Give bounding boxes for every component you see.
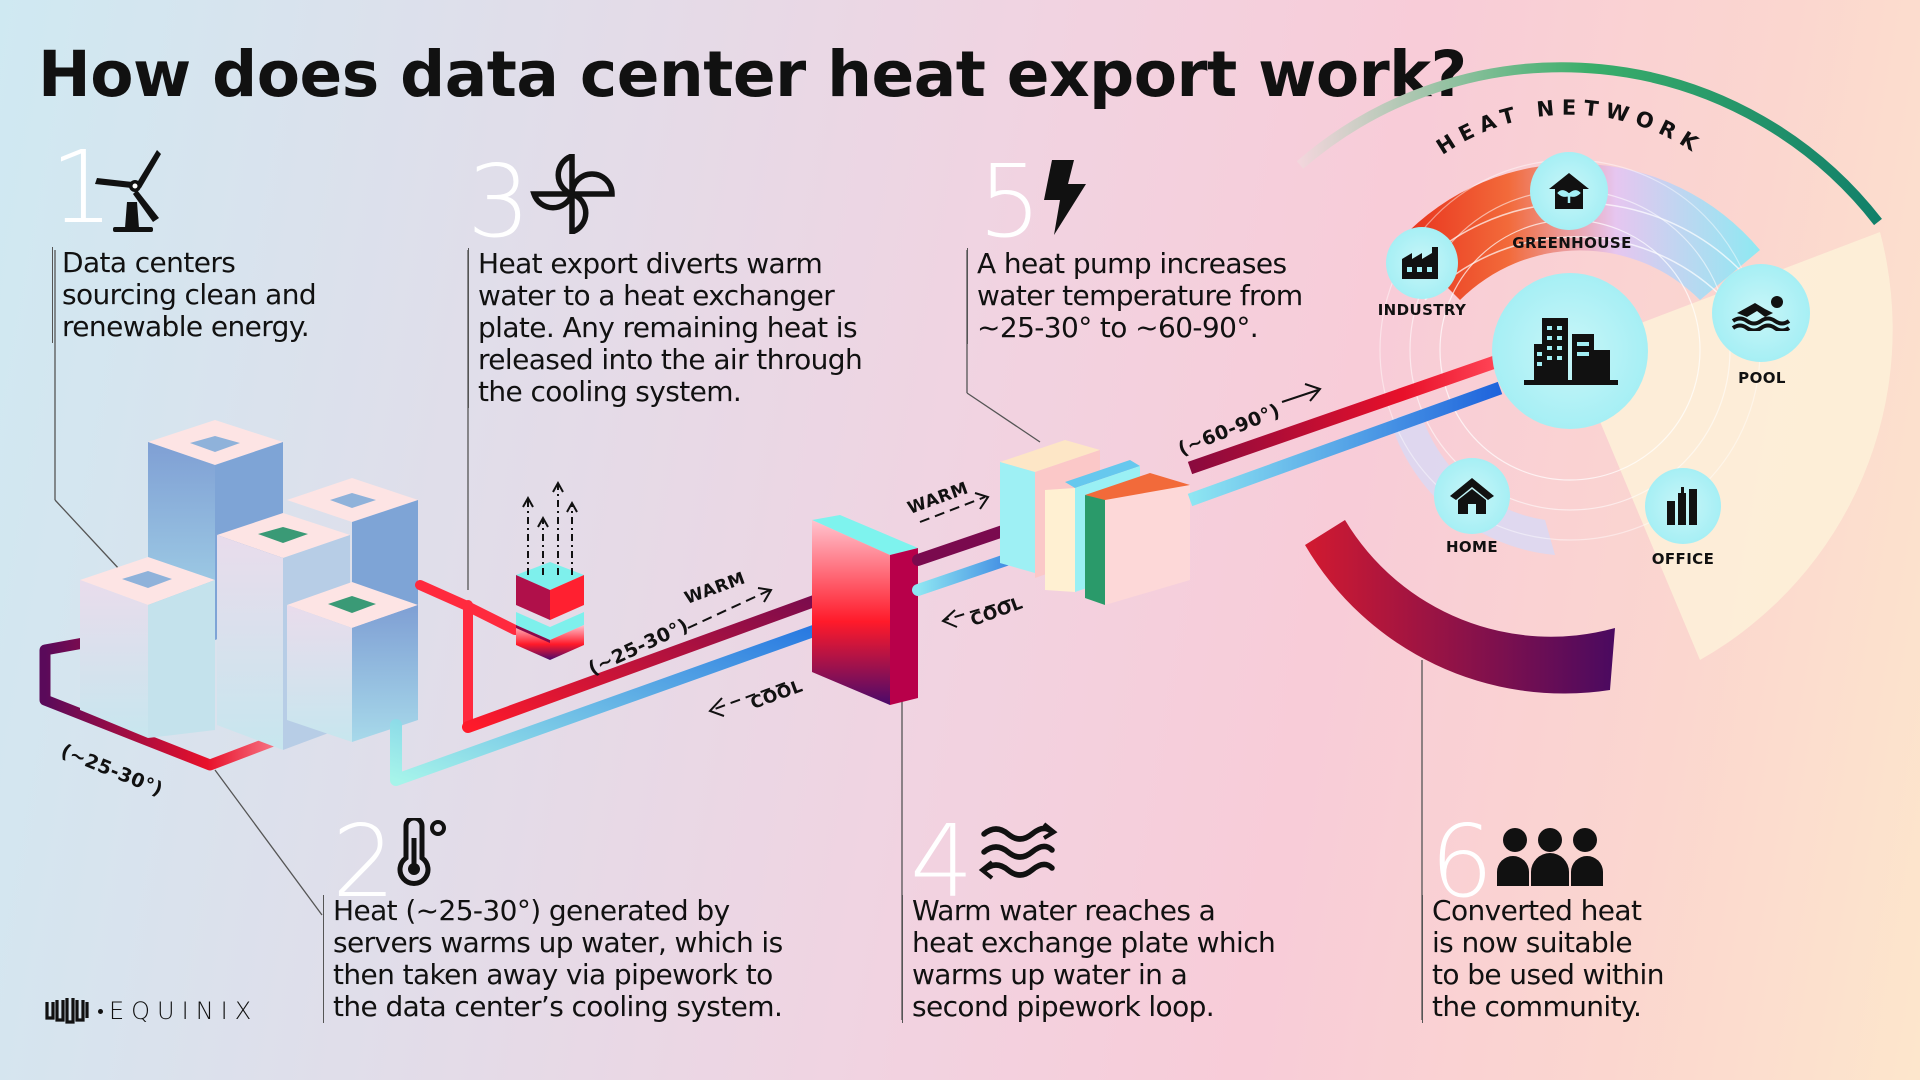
cooling-tower — [516, 480, 584, 660]
data-center-buildings — [80, 420, 418, 750]
node-home — [1434, 458, 1510, 534]
fan-icon — [530, 154, 615, 234]
svg-text:HEAT NETWORK: HEAT NETWORK — [1432, 96, 1708, 160]
step-3-description: Heat export diverts warm water to a heat… — [468, 248, 863, 408]
step-6-number: 6 — [1430, 803, 1494, 920]
wind-turbine-icon — [95, 150, 161, 232]
equinix-mark-icon — [45, 998, 89, 1024]
node-pool — [1712, 264, 1810, 362]
thermometer-icon — [397, 818, 446, 886]
lightning-bolt-icon — [1044, 160, 1086, 235]
node-office — [1645, 468, 1721, 544]
step-5-number: 5 — [978, 143, 1042, 260]
label-home: HOME — [1445, 538, 1499, 556]
greenhouse-icon — [1549, 173, 1589, 209]
label-industry: INDUSTRY — [1377, 301, 1467, 319]
water-waves-icon — [978, 822, 1058, 880]
house-icon — [1450, 478, 1494, 514]
page-title: How does data center heat export work? — [38, 38, 1467, 111]
heat-pump — [1000, 440, 1190, 605]
step-1-description: Data centers sourcing clean and renewabl… — [52, 247, 317, 343]
factory-icon — [1402, 247, 1438, 279]
step-2-description: Heat (~25-30°) generated by servers warm… — [323, 895, 783, 1023]
heat-network-ring — [1296, 62, 1882, 226]
brand-name: EQUINIX — [109, 997, 259, 1025]
city-buildings-icon — [1524, 318, 1618, 385]
step-4-description: Warm water reaches a heat exchange plate… — [902, 895, 1276, 1023]
step-2-number: 2 — [332, 803, 396, 920]
swimmer-icon — [1731, 296, 1791, 331]
step-6-description: Converted heat is now suitable to be use… — [1422, 895, 1664, 1023]
node-industry — [1386, 227, 1458, 299]
step-1-number: 1 — [50, 129, 114, 246]
office-icon — [1667, 487, 1697, 525]
heat-network-title: HEAT NETWORK — [1432, 96, 1708, 160]
node-greenhouse — [1530, 152, 1608, 230]
equinix-logo: EQUINIX — [44, 996, 258, 1026]
label-pool: POOL — [1738, 369, 1786, 387]
step-3-number: 3 — [467, 143, 531, 260]
label-office: OFFICE — [1651, 550, 1715, 568]
step-4-number: 4 — [910, 803, 974, 920]
heat-network-hub — [1492, 273, 1648, 429]
step-5-description: A heat pump increases water temperature … — [967, 248, 1303, 344]
people-group-icon — [1497, 828, 1603, 886]
label-greenhouse: GREENHOUSE — [1512, 234, 1632, 252]
heat-exchanger-plate — [812, 515, 918, 705]
